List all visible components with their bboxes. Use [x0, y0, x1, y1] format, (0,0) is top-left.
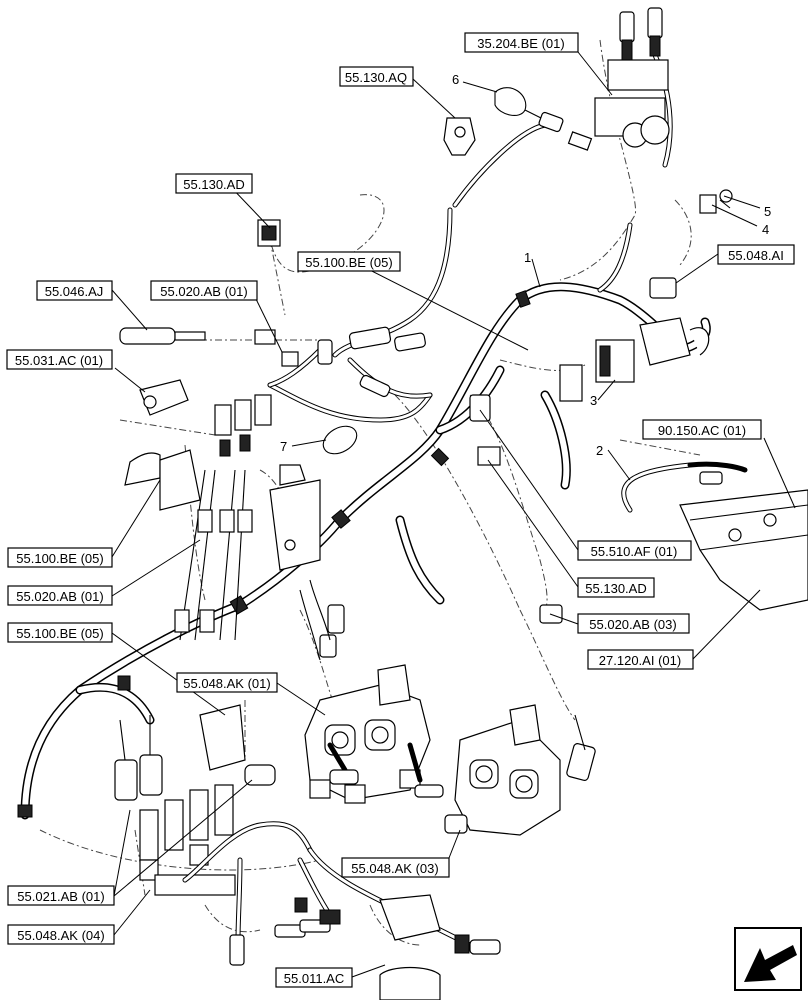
callout-55-048-ak-01: 55.048.AK (01)	[176, 672, 278, 693]
right-frame	[621, 461, 808, 611]
callout-27-120-ai-01: 27.120.AI (01)	[587, 649, 694, 670]
callout-55-130-ad-top: 55.130.AD	[175, 173, 253, 194]
svg-text:55.048.AK (01): 55.048.AK (01)	[183, 676, 270, 691]
svg-text:55.130.AD: 55.130.AD	[585, 581, 646, 596]
svg-text:55.100.BE (05): 55.100.BE (05)	[305, 255, 392, 270]
item-number-6: 6	[452, 72, 459, 87]
svg-text:55.046.AJ: 55.046.AJ	[45, 284, 104, 299]
callout-55-020-ab-01-top: 55.020.AB (01)	[150, 280, 258, 301]
svg-text:55.020.AB (01): 55.020.AB (01)	[16, 589, 103, 604]
svg-text:27.120.AI (01): 27.120.AI (01)	[599, 653, 681, 668]
callout-55-130-aq: 55.130.AQ	[339, 66, 414, 87]
callout-55-046-aj: 55.046.AJ	[36, 280, 113, 301]
svg-text:55.021.AB (01): 55.021.AB (01)	[17, 889, 104, 904]
svg-text:55.020.AB (03): 55.020.AB (03)	[589, 617, 676, 632]
callout-55-048-ai: 55.048.AI	[717, 244, 795, 265]
direction-arrow-icon[interactable]	[734, 927, 802, 991]
svg-text:55.048.AI: 55.048.AI	[728, 248, 784, 263]
valve-block-lower	[444, 704, 561, 836]
item-number-7: 7	[280, 439, 287, 454]
callout-55-021-ab-01: 55.021.AB (01)	[7, 885, 115, 906]
item-number-1: 1	[524, 250, 531, 265]
callout-55-020-ab-01-mid: 55.020.AB (01)	[7, 585, 113, 606]
callout-55-100-be-05-low: 55.100.BE (05)	[7, 622, 113, 643]
item-number-4: 4	[762, 222, 769, 237]
item-number-3: 3	[590, 393, 597, 408]
callout-55-048-ak-04: 55.048.AK (04)	[7, 924, 115, 945]
svg-text:55.011.AC: 55.011.AC	[284, 971, 344, 986]
callout-55-031-ac-01: 55.031.AC (01)	[6, 349, 113, 370]
svg-text:55.048.AK (04): 55.048.AK (04)	[17, 928, 104, 943]
callout-55-510-af-01: 55.510.AF (01)	[577, 540, 692, 561]
item-number-5: 5	[764, 204, 771, 219]
callout-90-150-ac-01: 90.150.AC (01)	[642, 419, 762, 440]
svg-text:55.510.AF (01): 55.510.AF (01)	[591, 544, 678, 559]
svg-text:55.100.BE (05): 55.100.BE (05)	[16, 551, 103, 566]
callout-35-204-be-01: 35.204.BE (01)	[464, 32, 579, 53]
item-number-2: 2	[596, 443, 603, 458]
callout-55-048-ak-03: 55.048.AK (03)	[341, 857, 450, 878]
callout-55-130-ad-mid: 55.130.AD	[577, 577, 655, 598]
callout-55-100-be-05-mid: 55.100.BE (05)	[7, 547, 113, 568]
lower-solenoid-cluster	[114, 704, 501, 1000]
callout-55-100-be-05-top: 55.100.BE (05)	[297, 251, 401, 272]
valve-block-upper	[304, 664, 444, 804]
svg-text:55.031.AC (01): 55.031.AC (01)	[15, 353, 103, 368]
svg-text:90.150.AC (01): 90.150.AC (01)	[658, 423, 746, 438]
callout-55-011-ac: 55.011.AC	[275, 967, 353, 988]
svg-text:55.048.AK (03): 55.048.AK (03)	[351, 861, 438, 876]
svg-text:55.020.AB (01): 55.020.AB (01)	[160, 284, 247, 299]
svg-text:35.204.BE (01): 35.204.BE (01)	[477, 36, 564, 51]
svg-text:55.130.AQ: 55.130.AQ	[345, 70, 407, 85]
svg-text:55.130.AD: 55.130.AD	[183, 177, 244, 192]
connectors	[119, 7, 733, 781]
svg-text:55.100.BE (05): 55.100.BE (05)	[16, 626, 103, 641]
callout-55-020-ab-03: 55.020.AB (03)	[577, 613, 690, 634]
